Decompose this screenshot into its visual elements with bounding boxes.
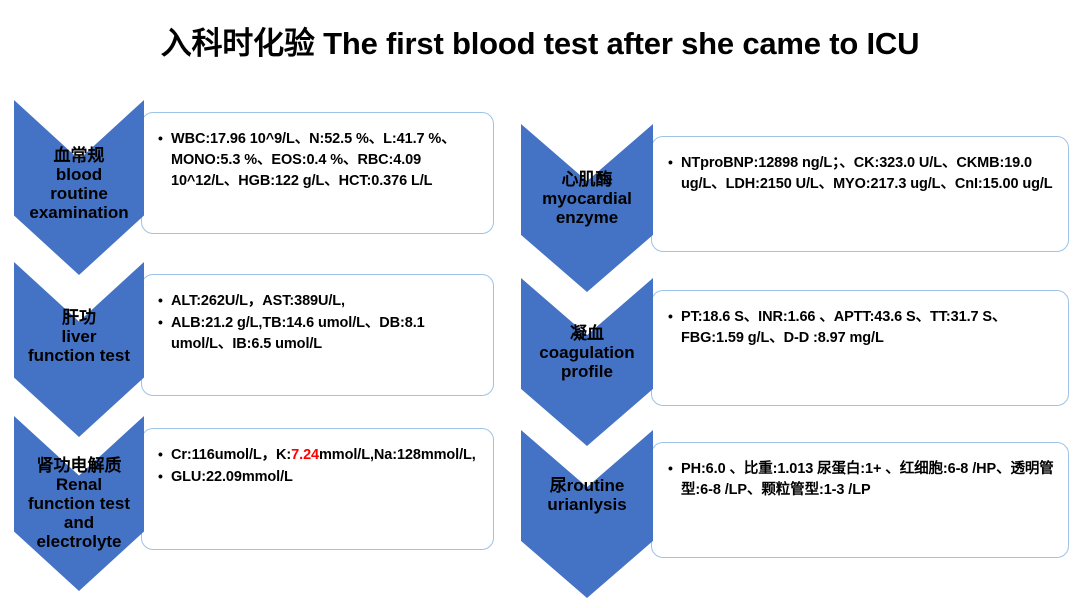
bullet-list: PT:18.6 S、INR:1.66 、APTT:43.6 S、TT:31.7 …: [668, 306, 1054, 349]
content-box-myocardial-enzyme: NTproBNP:12898 ng/L；、CK:323.0 U/L、CKMB:1…: [651, 136, 1069, 252]
page-title: 入科时化验 The first blood test after she cam…: [160, 26, 920, 61]
chevron-shape-blood-routine: [14, 100, 144, 275]
section-blood-routine: 血常规 blood routine examination WBC:17.96 …: [14, 100, 494, 275]
list-item: PT:18.6 S、INR:1.66 、APTT:43.6 S、TT:31.7 …: [668, 306, 1054, 349]
content-box-coagulation: PT:18.6 S、INR:1.66 、APTT:43.6 S、TT:31.7 …: [651, 290, 1069, 406]
list-item: PH:6.0 、比重:1.013 尿蛋白:1+ 、红细胞:6-8 /HP、透明管…: [668, 458, 1054, 501]
chevron-shape-coagulation: [521, 278, 653, 446]
content-box-blood-routine: WBC:17.96 10^9/L、N:52.5 %、L:41.7 %、MONO:…: [141, 112, 494, 234]
list-item: WBC:17.96 10^9/L、N:52.5 %、L:41.7 %、MONO:…: [158, 128, 479, 192]
content-box-urianlysis: PH:6.0 、比重:1.013 尿蛋白:1+ 、红细胞:6-8 /HP、透明管…: [651, 442, 1069, 558]
critical-value-potassium: 7.24: [291, 447, 319, 463]
bullet-list: PH:6.0 、比重:1.013 尿蛋白:1+ 、红细胞:6-8 /HP、透明管…: [668, 458, 1054, 501]
section-liver-function: 肝功 liver function test ALT:262U/L，AST:38…: [14, 262, 494, 437]
list-item: ALB:21.2 g/L,TB:14.6 umol/L、DB:8.1 umol/…: [158, 312, 479, 355]
chevron-shape-urianlysis: [521, 430, 653, 598]
content-box-liver-function: ALT:262U/L，AST:389U/L, ALB:21.2 g/L,TB:1…: [141, 274, 494, 396]
section-myocardial-enzyme: 心肌酶 myocardial enzyme NTproBNP:12898 ng/…: [521, 124, 1069, 292]
chevron-shape-myocardial-enzyme: [521, 124, 653, 292]
section-renal-electrolyte: 肾功电解质 Renal function test and electrolyt…: [14, 416, 494, 591]
list-item: ALT:262U/L，AST:389U/L,: [158, 290, 479, 312]
section-coagulation: 凝血 coagulation profile PT:18.6 S、INR:1.6…: [521, 278, 1069, 446]
content-box-renal-electrolyte: Cr:116umol/L，K:7.24mmol/L,Na:128mmol/L, …: [141, 428, 494, 550]
list-item: GLU:22.09mmol/L: [158, 466, 479, 488]
section-urianlysis: 尿routine urianlysis PH:6.0 、比重:1.013 尿蛋白…: [521, 430, 1069, 598]
bullet-list: Cr:116umol/L，K:7.24mmol/L,Na:128mmol/L, …: [158, 444, 479, 488]
bullet-list: NTproBNP:12898 ng/L；、CK:323.0 U/L、CKMB:1…: [668, 152, 1054, 195]
bullet-list: WBC:17.96 10^9/L、N:52.5 %、L:41.7 %、MONO:…: [158, 128, 479, 192]
chevron-shape-liver-function: [14, 262, 144, 437]
bullet-list: ALT:262U/L，AST:389U/L, ALB:21.2 g/L,TB:1…: [158, 290, 479, 355]
value-post: mmol/L,Na:128mmol/L,: [319, 447, 476, 463]
list-item-critical: Cr:116umol/L，K:7.24mmol/L,Na:128mmol/L,: [158, 444, 479, 466]
value-pre: Cr:116umol/L，K:: [171, 447, 292, 463]
chevron-shape-renal-electrolyte: [14, 416, 144, 591]
list-item: NTproBNP:12898 ng/L；、CK:323.0 U/L、CKMB:1…: [668, 152, 1054, 195]
